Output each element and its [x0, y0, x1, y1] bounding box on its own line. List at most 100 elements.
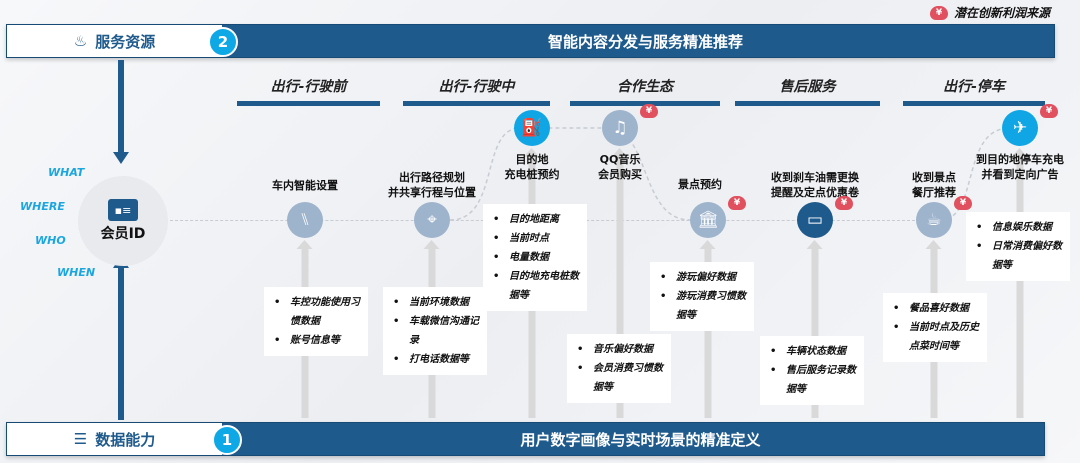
data-item: 会员消费习惯数据等 [575, 359, 663, 397]
scenario-label-line: 收到刹车油需更换 [771, 171, 859, 184]
scenario-label-line: QQ音乐 [599, 153, 641, 166]
category-header: 出行-停车 [903, 76, 1045, 106]
data-item: 日常消费偏好数据等 [974, 237, 1062, 275]
charging-station-icon: ⛽ [521, 118, 543, 138]
scenario-node: ♫ [602, 110, 638, 146]
scenario-label: QQ音乐会员购买 [598, 152, 642, 182]
data-item: 当前时点 [491, 229, 579, 248]
category-header: 出行-行驶中 [403, 76, 550, 106]
map-pin-icon: ⌖ [427, 210, 437, 230]
seat-icon: ⑊ [299, 210, 311, 230]
data-item: 游玩消费习惯数据等 [658, 287, 746, 325]
bottom-bar-title: 用户数字画像与实时场景的精准定义 [520, 430, 761, 449]
wh-where: WHERE [20, 200, 65, 213]
scenario-label-line: 并共享行程与位置 [388, 186, 476, 199]
data-flow-arrow [611, 148, 628, 418]
landmark-icon: 🏛 [697, 210, 719, 230]
cirrus-card-icon: ▭ [806, 210, 824, 230]
scenario-label: 到目的地停车充电并看到定向广告 [976, 152, 1064, 182]
data-flow-arrow [699, 240, 716, 418]
data-flow-arrow [1011, 148, 1028, 418]
data-source-box: 餐品喜好数据当前时点及历史点菜时间等 [883, 293, 987, 362]
down-arrow-head [113, 152, 129, 164]
yen-hand-icon: ¥ [835, 196, 853, 210]
top-bar-label: 服务资源 [95, 32, 156, 51]
data-item: 当前时点及历史点菜时间等 [891, 318, 979, 356]
top-bar: ♨ 服务资源 2 智能内容分发与服务精准推荐 [6, 24, 1055, 58]
data-item: 车载微信沟通记录 [391, 312, 479, 350]
database-icon: ☰ [73, 430, 88, 448]
yen-hand-icon: ¥ [728, 196, 746, 210]
bottom-bar: ☰数据能力 1 用户数字画像与实时场景的精准定义 [6, 422, 1045, 456]
yen-hand-icon: ¥ [954, 196, 972, 210]
data-source-box: 车辆状态数据售后服务记录数据等 [760, 336, 864, 405]
up-arrow [118, 268, 124, 420]
legend: ¥ 潜在创新利润来源 [930, 4, 1050, 21]
scenario-node: ✈ [1002, 110, 1038, 146]
data-item: 账号信息等 [272, 331, 360, 350]
step-badge-1: 1 [212, 425, 242, 455]
scenario-label-line: 到目的地停车充电 [976, 153, 1064, 166]
wh-what: WHAT [48, 166, 85, 179]
scenario-label-line: 目的地 [515, 153, 549, 166]
data-source-box: 信息娱乐数据日常消费偏好数据等 [966, 212, 1070, 281]
scenario-node: ⌖ [414, 202, 450, 238]
data-source-box: 当前环境数据车载微信沟通记录打电话数据等 [383, 287, 487, 375]
id-card-icon: ▪≡ [108, 199, 138, 221]
scenario-node: ▭ [797, 202, 833, 238]
step-badge-2: 2 [208, 27, 238, 57]
member-id-node: ▪≡ 会员ID [78, 176, 168, 266]
scenario-label: 出行路径规划并共享行程与位置 [388, 170, 476, 200]
data-flow-arrow [806, 240, 823, 418]
data-item: 电量数据 [491, 248, 579, 267]
scenario-label-line: 出行路径规划 [399, 171, 465, 184]
scenario-label-line: 景点预约 [678, 178, 722, 191]
music-icon: ♫ [612, 118, 628, 138]
data-source-box: 音乐偏好数据会员消费习惯数据等 [567, 334, 671, 403]
scenario-label-line: 充电桩预约 [504, 168, 560, 181]
top-bar-title: 智能内容分发与服务精准推荐 [547, 32, 743, 51]
timeline-curves [449, 127, 1011, 221]
scenario-label: 车内智能设置 [272, 178, 338, 193]
scenario-label: 目的地充电桩预约 [505, 152, 560, 182]
scenario-label: 景点预约 [678, 177, 722, 192]
wh-who: WHO [35, 234, 66, 247]
data-item: 车辆状态数据 [768, 342, 856, 361]
yen-hand-icon: ¥ [930, 5, 948, 20]
data-capability-label: ☰数据能力 [7, 423, 222, 455]
data-source-box: 车控功能使用习惯数据账号信息等 [264, 287, 368, 356]
scenario-node: ☕ [916, 202, 952, 238]
scenario-label-line: 提醒及定点优惠卷 [771, 186, 859, 199]
legend-label: 潜在创新利润来源 [954, 6, 1051, 20]
scenario-label-line: 收到景点 [912, 171, 956, 184]
data-source-box: 游玩偏好数据游玩消费习惯数据等 [650, 262, 754, 331]
wh-when: WHEN [57, 266, 96, 279]
data-source-box: 目的地距离当前时点电量数据目的地充电桩数据等 [483, 204, 587, 311]
category-header: 售后服务 [735, 76, 880, 106]
scenario-label-line: 餐厅推荐 [912, 186, 956, 199]
data-item: 信息娱乐数据 [974, 218, 1062, 237]
data-item: 游玩偏好数据 [658, 268, 746, 287]
category-header: 出行-行驶前 [237, 76, 380, 106]
service-hand-icon: ♨ [73, 32, 88, 50]
data-item: 音乐偏好数据 [575, 340, 663, 359]
dining-icon: ☕ [926, 210, 942, 230]
scenario-label: 收到景点餐厅推荐 [912, 170, 956, 200]
data-item: 餐品喜好数据 [891, 299, 979, 318]
data-item: 打电话数据等 [391, 350, 479, 369]
data-item: 当前环境数据 [391, 293, 479, 312]
scenario-node: ⛽ [514, 110, 550, 146]
data-item: 目的地距离 [491, 210, 579, 229]
scenario-label-line: 并看到定向广告 [981, 168, 1059, 181]
data-item: 车控功能使用习惯数据 [272, 293, 360, 331]
airplane-icon: ✈ [1012, 118, 1028, 138]
category-header: 合作生态 [570, 76, 720, 106]
scenario-node: 🏛 [690, 202, 726, 238]
data-item: 售后服务记录数据等 [768, 361, 856, 399]
scenario-label-line: 车内智能设置 [272, 179, 338, 192]
service-resources-label: ♨ 服务资源 [7, 25, 222, 57]
member-id-label: 会员ID [100, 226, 146, 242]
yen-hand-icon: ¥ [640, 104, 658, 118]
data-item: 目的地充电桩数据等 [491, 267, 579, 305]
scenario-label: 收到刹车油需更换提醒及定点优惠卷 [771, 170, 859, 200]
